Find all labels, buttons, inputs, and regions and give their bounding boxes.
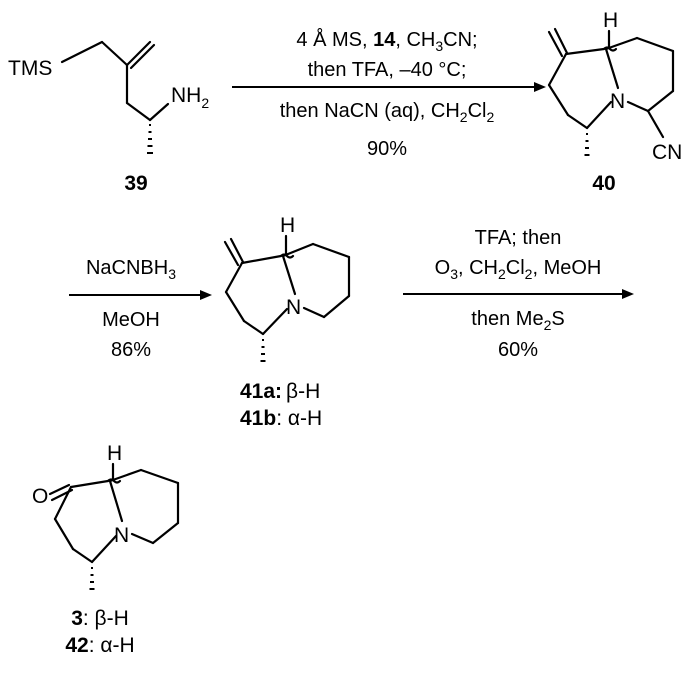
n-label-3: N [114, 524, 129, 547]
bond [604, 36, 639, 51]
step3-line1: TFA; then [475, 227, 562, 249]
compound-41-structure: H N 41a:β-H 41b: α-H [223, 214, 351, 430]
bond [139, 468, 180, 485]
tms-label: TMS [8, 57, 52, 80]
step3-line2: O3, CH2Cl2, MeOH [435, 257, 602, 282]
step1-yield: 90% [367, 138, 407, 160]
bond [646, 89, 675, 113]
h-label-40: H [603, 9, 618, 32]
compound-label-39: 39 [124, 172, 147, 195]
bond [69, 479, 110, 489]
bond [547, 30, 564, 58]
bond [224, 261, 244, 294]
compound-label-40: 40 [592, 172, 615, 195]
bond [108, 479, 124, 523]
bond [125, 40, 152, 67]
compound-39-structure: TMS NH2 39 [8, 40, 209, 195]
bond [151, 521, 180, 545]
bond [553, 27, 569, 55]
bond [604, 47, 620, 90]
compound-label-41a: 41a:β-H [240, 380, 320, 403]
step1-conditions: 4 Å MS, 14, CH3CN; then TFA, –40 °C; the… [232, 28, 546, 160]
step2-reagent: NaCNBH3 [86, 257, 176, 282]
bond [261, 307, 289, 336]
bond [626, 100, 650, 113]
bond [224, 290, 246, 323]
bond [646, 109, 665, 139]
wavy-bond [279, 253, 295, 259]
step2-solvent: MeOH [102, 309, 160, 331]
wavy-bond [602, 46, 618, 52]
bond [564, 47, 606, 56]
bond [229, 237, 245, 264]
h-label-41: H [280, 214, 295, 237]
bond [322, 294, 351, 319]
h-label-3: H [107, 442, 122, 465]
n-label-40: N [610, 90, 625, 113]
bond [108, 468, 143, 483]
wavy-bond [106, 478, 122, 484]
hashed-wedge-bond [584, 133, 590, 156]
step1-arrowhead [534, 82, 546, 92]
bond [242, 319, 265, 336]
compound-label-3: 3: β-H [71, 607, 129, 630]
compound-label-41b: 41b: α-H [240, 407, 322, 430]
hashed-wedge-bond [89, 567, 95, 590]
o-label: O [32, 485, 48, 508]
bond [125, 101, 152, 122]
bond [223, 240, 240, 267]
step3-line3: then Me2S [471, 308, 564, 333]
bond [71, 547, 94, 564]
nh2-label: NH2 [171, 84, 209, 111]
bond [281, 254, 297, 296]
bond [60, 40, 104, 64]
bond [281, 242, 315, 258]
bond [130, 532, 155, 545]
bond [129, 43, 156, 70]
step1-line1: 4 Å MS, 14, CH3CN; [296, 28, 477, 54]
bond [48, 483, 71, 496]
bond [100, 40, 129, 67]
step3-conditions: TFA; then O3, CH2Cl2, MeOH then Me2S 60% [403, 227, 634, 361]
step1-line2: then TFA, –40 °C; [308, 59, 467, 81]
bond [240, 254, 283, 265]
bond [566, 113, 589, 130]
bond [53, 485, 73, 521]
bond [302, 306, 326, 319]
compound-label-42: 42: α-H [65, 634, 134, 657]
step2-yield: 86% [111, 339, 151, 361]
step2-conditions: NaCNBH3 MeOH 86% [69, 257, 212, 361]
n-label-41: N [286, 296, 301, 319]
compound-3-structure: O H N 3: β-H 42: α-H [32, 442, 180, 657]
bond [635, 36, 675, 53]
step2-arrowhead [200, 290, 212, 300]
bond [90, 534, 118, 564]
bond [585, 100, 613, 130]
compound-40-structure: H N CN 40 [547, 9, 682, 195]
cn-label-40: CN [652, 141, 682, 164]
bond [53, 517, 75, 551]
bond [547, 52, 568, 87]
step1-line3: then NaCN (aq), CH2Cl2 [280, 100, 495, 125]
bond [311, 242, 351, 259]
step3-yield: 60% [498, 339, 538, 361]
step3-arrowhead [622, 289, 634, 299]
hashed-wedge-bond [260, 339, 266, 362]
bond [547, 83, 570, 117]
bond [148, 102, 170, 122]
hashed-wedge-bond [147, 124, 153, 154]
